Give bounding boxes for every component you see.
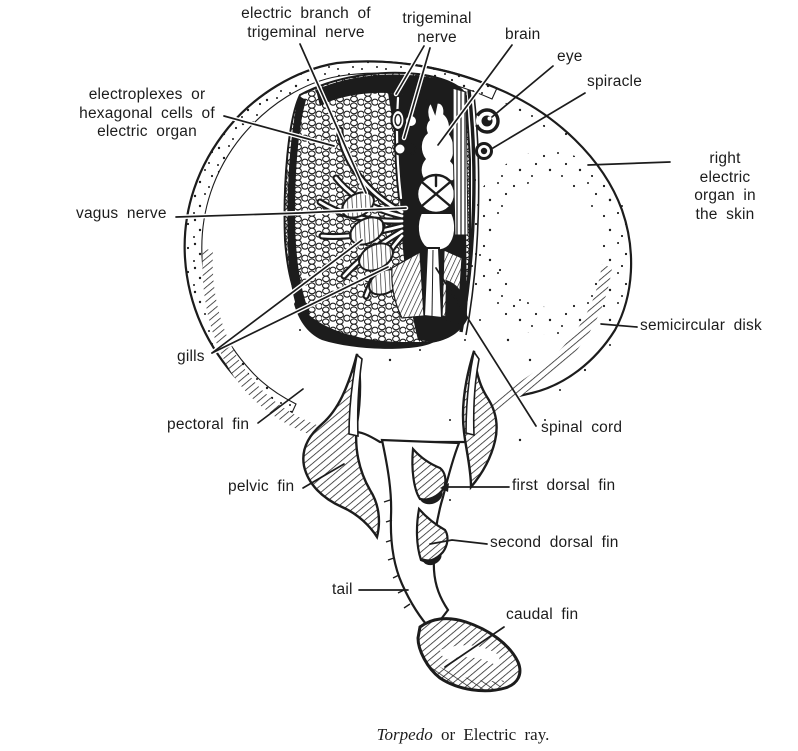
label-electric-branch: electric branch of trigeminal nerve (241, 5, 371, 41)
caudal-fin-shape (416, 617, 522, 693)
leader-electric-branch (299, 43, 367, 194)
label-electroplexes: electroplexes or hexagonal cells of elec… (79, 86, 215, 140)
label-vagus-nerve: vagus nerve (76, 205, 167, 222)
label-caudal-fin: caudal fin (506, 606, 579, 623)
label-right-electric-organ: right electric organ in the skin (694, 150, 756, 223)
eye-mark (474, 108, 500, 134)
label-second-dorsal-fin: second dorsal fin (490, 534, 619, 551)
leader-trigeminal-a (395, 45, 425, 95)
leader-spinal-cord (435, 267, 537, 427)
leader-gills-a (211, 239, 363, 354)
caption-text: or Electric ray. (432, 725, 550, 744)
label-pectoral-fin: pectoral fin (167, 416, 250, 433)
label-spinal-cord: spinal cord (541, 419, 623, 436)
label-first-dorsal-fin: first dorsal fin (512, 477, 616, 494)
leader-first-dorsal-arrow (440, 483, 449, 492)
dorsal-fins (411, 446, 449, 566)
leader-gills-b (211, 266, 389, 354)
tail-edge-ticks (383, 499, 411, 609)
label-pelvic-fin: pelvic fin (228, 478, 295, 495)
leader-electroplexes (223, 115, 335, 147)
leader-right-organ (587, 161, 671, 166)
spiracle-mark (475, 142, 493, 160)
leader-caudal (444, 626, 505, 668)
leader-pectoral (257, 388, 304, 424)
leader-trigeminal-b (403, 47, 431, 139)
label-gills: gills (177, 348, 205, 365)
brain-and-cord (390, 87, 480, 336)
label-spiracle: spiracle (587, 73, 643, 90)
leader-brain (437, 44, 513, 146)
leader-lines (173, 41, 671, 668)
label-eye: eye (557, 48, 583, 65)
label-brain: brain (505, 26, 541, 43)
leader-second-dorsal (429, 539, 488, 545)
leader-semicircular (600, 323, 638, 328)
label-tail: tail (332, 581, 353, 598)
label-semicircular-disk: semicircular disk (640, 317, 762, 334)
leader-pelvic (302, 463, 345, 489)
leader-eye (491, 65, 554, 118)
figure-caption: Torpedo or Electric ray. (377, 725, 550, 745)
leader-spiracle (492, 92, 586, 149)
caption-species: Torpedo (376, 725, 433, 744)
leader-vagus (175, 207, 407, 218)
label-trigeminal-nerve: trigeminal nerve (402, 10, 472, 46)
pelvic-fins (302, 350, 498, 541)
